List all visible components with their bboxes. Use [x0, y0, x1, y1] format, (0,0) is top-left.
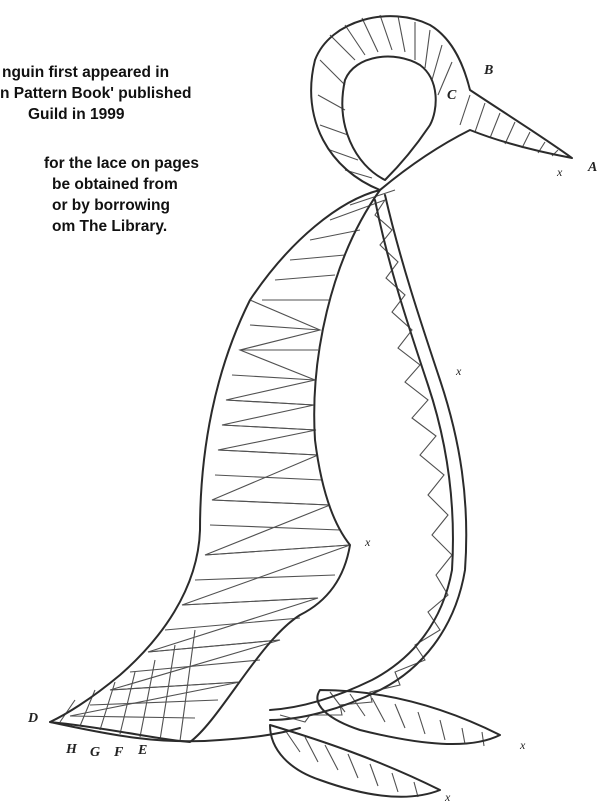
- beak-lattice: [460, 95, 558, 156]
- back-zigzag: [70, 300, 350, 716]
- head-lattice: [318, 15, 452, 178]
- label-b: B: [484, 63, 493, 79]
- x-mark-beak: x: [557, 165, 562, 180]
- belly-zigzag: [280, 200, 452, 722]
- x-mark-foot-upper: x: [520, 738, 525, 753]
- back-lattice: [70, 190, 395, 718]
- foot-upper-outline: [317, 690, 500, 744]
- back-outline: [311, 16, 572, 190]
- foot-lower-outline: [270, 725, 440, 797]
- label-f: F: [114, 745, 123, 761]
- front-belly-outline: [270, 195, 466, 720]
- x-mark-chest: x: [365, 535, 370, 550]
- label-e: E: [138, 743, 147, 759]
- label-a: A: [588, 160, 597, 176]
- label-d: D: [28, 711, 38, 727]
- label-g: G: [90, 745, 100, 761]
- x-mark-belly: x: [456, 364, 461, 379]
- head-inner-outline: [342, 57, 435, 180]
- label-h: H: [66, 742, 77, 758]
- x-mark-foot-lower: x: [445, 790, 450, 805]
- label-c: C: [447, 88, 456, 104]
- front-belly-inner: [270, 200, 453, 710]
- base-outline: [50, 722, 300, 741]
